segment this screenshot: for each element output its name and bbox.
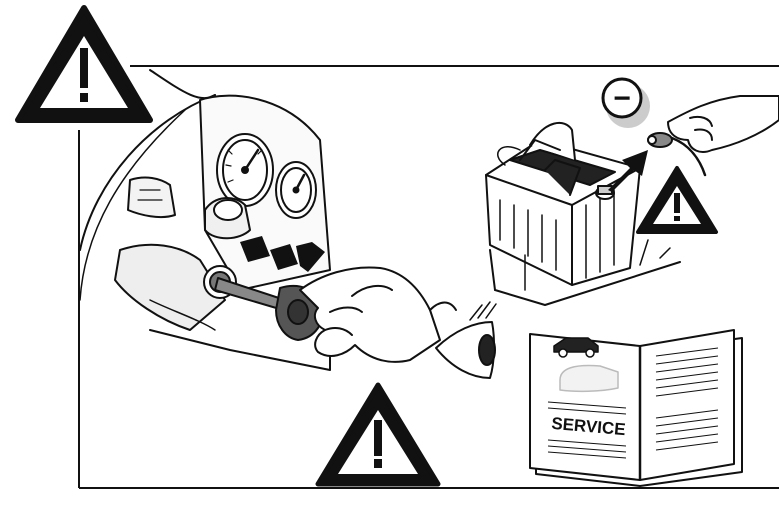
hand-with-cable-clamp — [648, 96, 779, 175]
eye-icon — [436, 302, 496, 378]
warning-triangle-icon — [18, 8, 150, 120]
warning-triangle-icon — [638, 168, 716, 232]
negative-terminal-icon: − — [603, 79, 650, 128]
terminal-sign: − — [613, 82, 631, 115]
warning-triangle-icon — [318, 385, 438, 484]
service-manual-book — [530, 330, 742, 486]
